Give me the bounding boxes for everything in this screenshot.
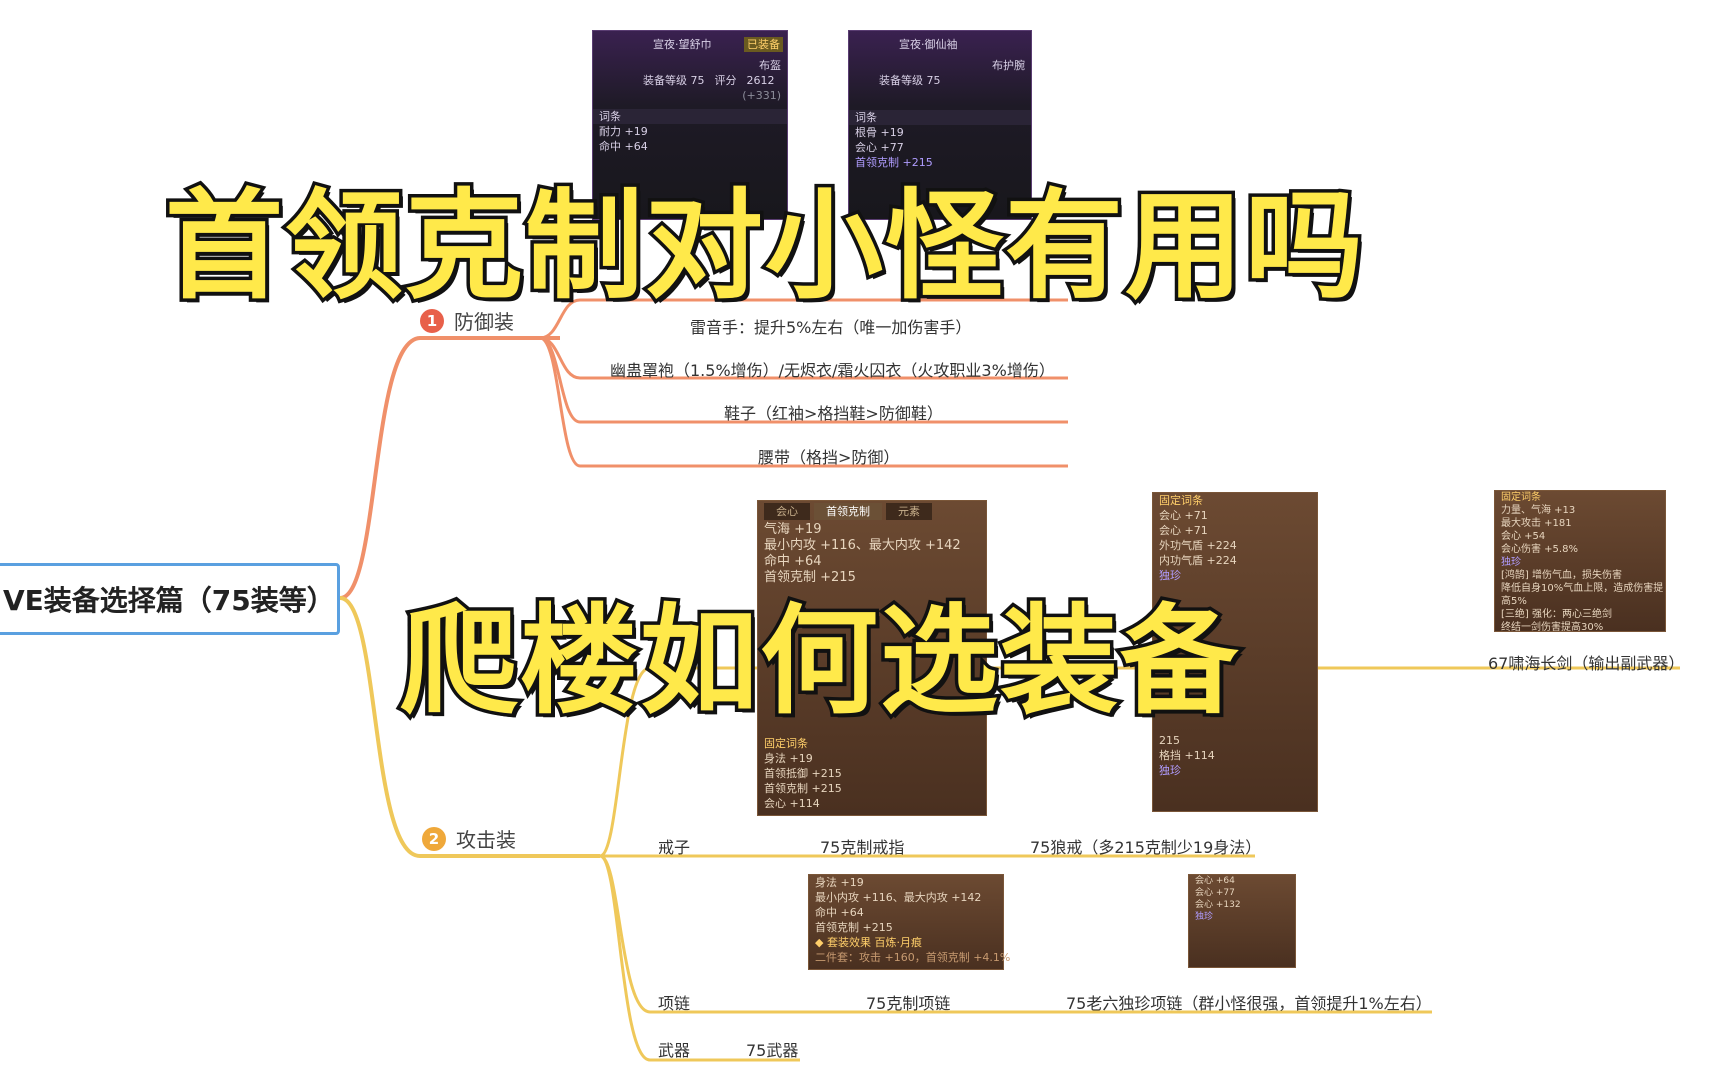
stat-line: 根骨 +19 [855,126,904,139]
stat-line: 内功气盾 +224 [1159,554,1237,567]
item-title: 宣夜·御仙袖 [899,38,958,51]
score-label: 评分 [714,74,737,87]
stat-line: 外功气盾 +224 [1159,539,1237,552]
leaf-shoes[interactable]: 鞋子（红袖>格挡鞋>防御鞋） [724,404,943,423]
leaf-weapon-label[interactable]: 武器 [658,1041,691,1060]
item-level: 装备等级 75 [643,74,705,87]
score-delta: (+331) [742,89,781,102]
item-tooltip-helmet: 宣夜·望舒巾 已装备 布盔 装备等级 75 评分 2612 (+331) 词条 … [592,30,788,220]
section-heading: 固定词条 [1159,494,1203,507]
stat-line: 高5% [1501,596,1527,607]
stat-line: 会心伤害 +5.8% [1501,544,1578,555]
stat-line: 格挡 +114 [1159,749,1215,762]
unique-tag: 独珍 [1501,557,1521,568]
leaf-necklace-label[interactable]: 项链 [658,994,691,1013]
stat-line: 最大攻击 +181 [1501,518,1572,529]
section-heading: 词条 [849,110,1031,125]
branch-number-badge: 2 [422,826,446,851]
item-tooltip-ring-wolf: 固定词条 会心 +71 会心 +71 外功气盾 +224 内功气盾 +224 独… [1152,492,1318,812]
unique-tag: 独珍 [1159,764,1181,777]
leaf-necklace-b[interactable]: 75老六独珍项链（群小怪很强，首领提升1%左右） [1066,994,1432,1013]
item-tooltip-necklace-unique: 会心 +64 会心 +77 会心 +132 独珍 [1188,874,1296,968]
stat-line: 会心 +77 [855,141,904,154]
branch-label: 防御装 [454,310,514,334]
item-tooltip-ring-boss: 会心 首领克制 元素 气海 +19 最小内攻 +116、最大内攻 +142 命中… [757,500,987,816]
leaf-necklace-a[interactable]: 75克制项链 [866,994,951,1013]
section-heading: 词条 [593,109,787,124]
item-type: 布盔 [759,59,781,72]
overlay-title-bottom: 爬楼如何选装备 [396,589,1241,734]
set-bonus: ◆ 套装效果 百炼·月痕 [815,936,922,949]
stat-line: [三绝] 强化：两心三绝剑 [1501,609,1612,620]
branch-defense[interactable]: 1 防御装 [420,306,514,335]
stat-line: [鸿鹄] 增伤气血，损失伤害 [1501,570,1622,581]
stat-line: 身法 +19 [764,752,813,765]
stat-line: 首领抵御 +215 [764,767,842,780]
leaf-ring-a[interactable]: 75克制戒指 [820,838,905,857]
leaf-ring-b[interactable]: 75狼戒（多215克制少19身法） [1030,838,1262,857]
branch-number-badge: 1 [420,308,444,333]
stat-line: 耐力 +19 [599,125,648,138]
branch-label: 攻击装 [456,828,516,852]
item-tooltip-offhand: 固定词条 力量、气海 +13 最大攻击 +181 会心 +54 会心伤害 +5.… [1494,490,1666,633]
stat-line: 终结一剑伤害提高30% [1501,622,1604,633]
unique-tag: 独珍 [1195,912,1214,922]
stat-line: 身法 +19 [815,876,864,889]
set-bonus-detail: 二件套：攻击 +160，首领克制 +4.1% [815,951,1011,964]
unique-tag: 独珍 [1159,569,1181,582]
item-tooltip-bracer: 宣夜·御仙袖 布护腕 装备等级 75 词条 根骨 +19 会心 +77 首领克制… [848,30,1032,220]
leaf-thunder-gloves[interactable]: 雷音手：提升5%左右（唯一加伤害手） [690,318,972,337]
stat-line: 会心 +64 [1195,876,1235,886]
section-heading: 固定词条 [764,737,808,750]
section-heading: 固定词条 [1501,492,1541,503]
stat-line: 命中 +64 [815,906,864,919]
item-tooltip-necklace-boss: 身法 +19 最小内攻 +116、最大内攻 +142 命中 +64 首领克制 +… [808,874,1011,970]
stat-line: 首领克制 +215 [764,782,842,795]
stat-line: 215 [1159,734,1180,747]
stat-line: 最小内攻 +116、最大内攻 +142 [815,891,982,904]
stat-line: 会心 +71 [1159,509,1208,522]
tab-element[interactable]: 元素 [886,503,932,520]
tab-crit[interactable]: 会心 [764,503,810,520]
stat-line: 降低自身10%气血上限，造成伤害提 [1501,583,1664,594]
overlay-title-top: 首领克制对小怪有用吗 [161,174,1366,319]
root-label: VE装备选择篇（75装等） [3,584,335,617]
stat-line: 首领克制 +215 [815,921,893,934]
stat-line: 会心 +71 [1159,524,1208,537]
leaf-robe[interactable]: 幽蛊罩袍（1.5%增伤）/无烬衣/霜火囚衣（火攻职业3%增伤） [610,361,1055,380]
stat-line: 首领克制 +215 [764,570,856,585]
stat-line: 气海 +19 [764,522,822,537]
tab-boss-counter[interactable]: 首领克制 [814,503,882,520]
stat-line: 最小内攻 +116、最大内攻 +142 [764,538,961,553]
stat-tabs: 会心 首领克制 元素 [758,501,986,522]
leaf-offhand[interactable]: 67啸海长剑（输出副武器） [1488,654,1685,673]
leaf-belt[interactable]: 腰带（格挡>防御） [758,448,900,467]
stat-line: 命中 +64 [599,140,648,153]
stat-line: 会心 +54 [1501,531,1546,542]
stat-line: 会心 +77 [1195,888,1235,898]
leaf-ring-label[interactable]: 戒子 [658,838,691,857]
stat-line: 力量、气海 +13 [1501,505,1576,516]
stat-line: 命中 +64 [764,554,822,569]
item-title: 宣夜·望舒巾 [653,38,712,51]
stat-line: 会心 +132 [1195,900,1241,910]
item-type: 布护腕 [992,59,1025,72]
branch-attack[interactable]: 2 攻击装 [422,824,516,853]
leaf-weapon-a[interactable]: 75武器 [746,1041,799,1060]
equipped-badge: 已装备 [744,37,783,52]
stat-line: 首领克制 +215 [855,156,933,169]
item-level: 装备等级 75 [879,74,941,87]
stat-line: 会心 +114 [764,797,820,810]
mindmap-root-node[interactable]: VE装备选择篇（75装等） [0,563,340,635]
score-value: 2612 [746,74,775,87]
